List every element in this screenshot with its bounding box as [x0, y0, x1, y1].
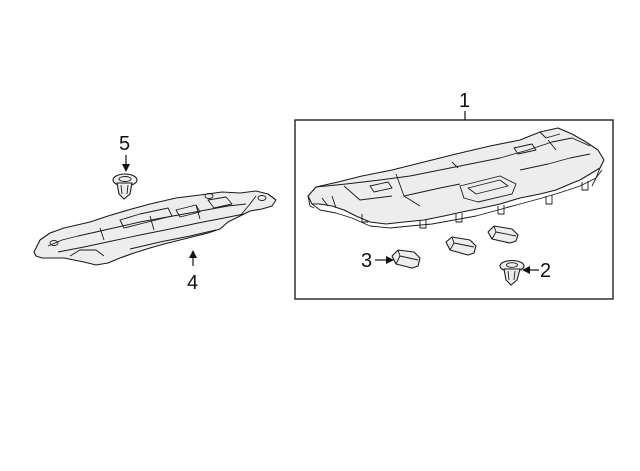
callout-5-label: 5 — [119, 133, 130, 155]
callout-3: 3 — [361, 250, 394, 272]
callout-2-label: 2 — [540, 260, 551, 282]
callout-2: 2 — [522, 260, 551, 282]
pad-part-3-a — [391, 249, 421, 269]
pad-part-3-c — [487, 225, 519, 244]
callout-5: 5 — [119, 133, 130, 172]
pad-part-3-b — [445, 236, 477, 256]
assembly-frame — [294, 119, 614, 300]
clip-part-2 — [499, 259, 525, 286]
callout-1-label: 1 — [459, 90, 470, 112]
callout-3-label: 3 — [361, 250, 372, 272]
cover-panel-part-4 — [33, 190, 277, 266]
callout-4: 4 — [187, 250, 198, 294]
callout-1: 1 — [459, 90, 470, 120]
callout-4-label: 4 — [187, 272, 198, 294]
package-tray-part-1 — [307, 127, 605, 229]
clip-part-5 — [112, 173, 138, 200]
